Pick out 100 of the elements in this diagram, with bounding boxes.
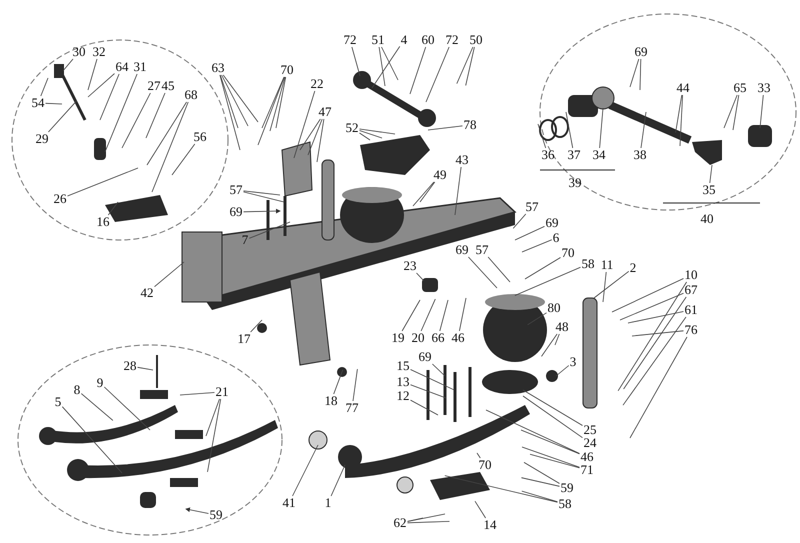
leader-line [330,464,346,496]
callout-number: 80 [546,301,562,315]
callout-number: 63 [210,61,226,75]
leader-line [220,74,240,150]
callout-number: 69 [544,216,560,230]
leader-line [270,76,286,132]
leader-line [276,76,286,128]
callout-number: 43 [454,153,470,167]
callout-number: 14 [482,518,498,532]
callout-number: 30 [72,45,86,59]
leader-line [316,118,324,162]
leader-line [410,384,446,398]
leader-line [514,266,581,296]
callout-number: 52 [344,121,360,135]
leader-line [420,182,436,202]
callout-number: 38 [632,148,648,162]
leader-line [100,74,120,120]
leader-line [675,94,682,133]
leader-line [108,202,118,216]
callout-number: 71 [580,463,594,477]
callout-number: 66 [430,331,446,345]
callout-number: 15 [396,359,410,373]
leader-line [352,46,360,76]
callout-number: 5 [54,395,62,409]
leader-line [294,90,316,158]
callout-number: 51 [370,33,386,47]
leader-line [220,74,238,128]
leader-line [420,298,436,332]
leader-line [62,58,74,72]
callout-number: 28 [122,359,138,373]
leader-line [172,144,196,176]
leader-line [258,76,285,146]
leader-line [372,46,400,88]
callout-number: 59 [208,508,224,522]
leader-line [538,124,546,148]
leader-line [524,462,560,484]
callout-number: 69 [454,243,470,257]
callout-number: 58 [558,497,572,511]
leader-line [724,94,738,128]
leader-line [40,78,48,96]
leader-line [407,518,424,522]
leader-line [292,444,318,496]
leader-line [618,282,687,392]
leader-line [630,58,640,88]
leader-line [333,369,344,394]
callout-number: 65 [732,81,748,95]
leader-line [486,410,580,454]
callout-number: 2 [628,261,638,275]
callout-number: 57 [228,183,244,197]
leader-line [180,392,215,396]
leader-line [628,311,684,324]
leader-line [632,330,684,336]
leader-line [760,94,764,128]
callout-number: 40 [700,212,714,226]
callout-number: 34 [592,148,606,162]
leader-line [412,182,434,206]
leader-line [122,92,151,148]
leader-line [512,214,526,229]
leader-line [623,296,687,390]
leader-line [154,262,184,288]
leader-line [243,208,281,214]
leader-line [410,369,454,390]
leader-line [521,490,558,502]
callout-number: 58 [580,257,596,271]
leader-line [407,521,450,524]
leader-line [522,396,583,438]
leader-line [248,222,290,239]
leader-line [622,316,686,406]
leader-line [444,475,558,503]
leader-line [243,192,284,202]
callout-number: 70 [280,63,294,77]
callout-number: 4 [400,33,408,47]
leader-line [381,46,398,80]
leader-line [594,270,630,298]
callout-number: 57 [474,243,490,257]
leader-line [152,102,189,192]
leader-line [465,46,475,86]
leader-line [410,400,438,416]
leader-line [104,386,150,430]
callout-number: 45 [160,79,176,93]
callout-number: 70 [560,246,576,260]
callout-number: 12 [396,389,410,403]
leader-line [407,514,446,522]
leader-line [474,500,486,518]
leader-line [80,393,114,421]
callout-number: 47 [318,105,332,119]
leader-line [640,58,642,90]
callout-number: 78 [462,118,478,132]
callout-number: 59 [560,481,574,495]
callout-number: 29 [34,132,50,146]
callout-number: 62 [392,516,408,530]
leader-line [527,312,547,326]
leader-line [680,94,683,146]
leader-line [468,256,498,288]
callout-number: 72 [444,33,460,47]
callout-number: 33 [756,81,772,95]
callout-number: 49 [432,168,448,182]
callout-number: 19 [390,331,406,345]
callout-number: 39 [568,176,582,190]
leader-line [262,76,284,128]
